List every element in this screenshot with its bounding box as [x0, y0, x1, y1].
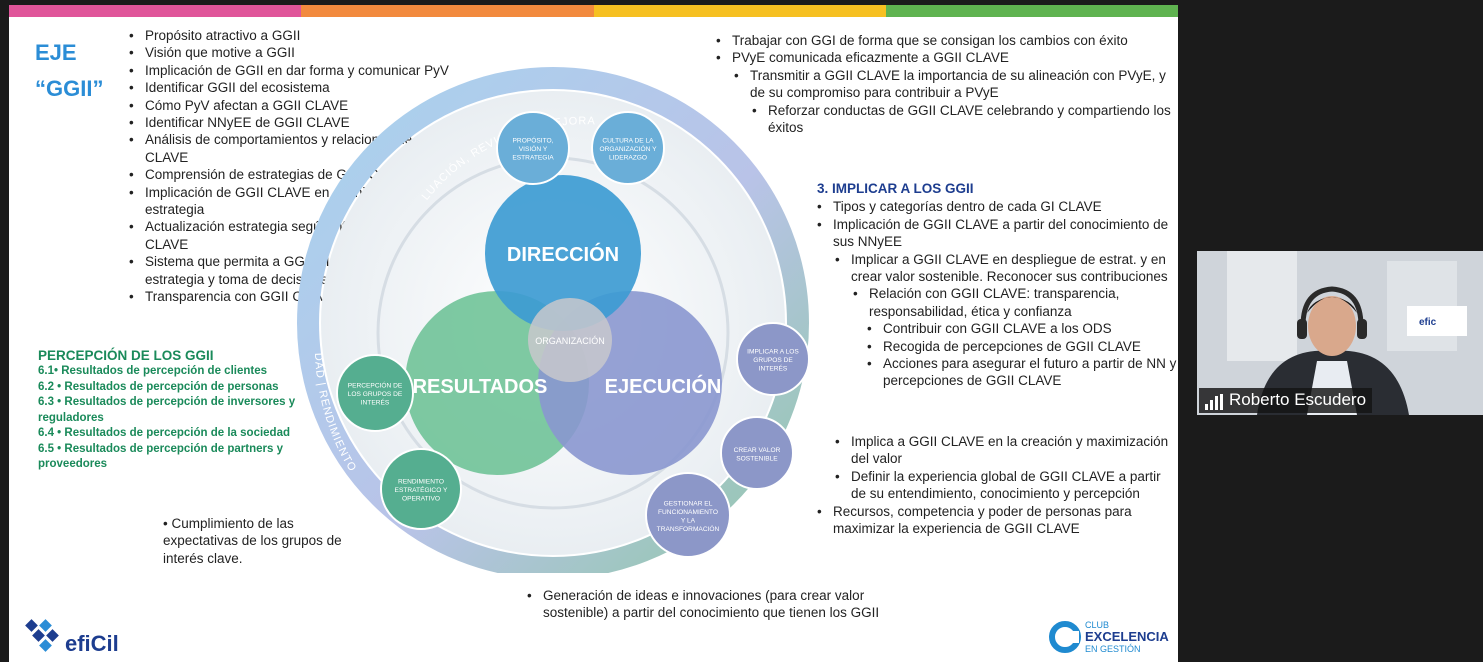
- criterion-crear-circle[interactable]: [720, 416, 794, 490]
- resultados-label: RESULTADOS: [413, 376, 548, 398]
- left-list-item: Cómo PyV afectan a GGII CLAVE: [129, 97, 469, 115]
- criterion-gestionar-label: Y LA: [681, 517, 696, 524]
- participant-video-tile[interactable]: efic Roberto Escudero: [1197, 251, 1483, 415]
- svg-text:efic: efic: [1419, 317, 1437, 328]
- left-list-item: Identificar NNyEE de GGII CLAVE: [129, 114, 469, 132]
- top-right-list-item: Reforzar conductas de GGII CLAVE celebra…: [752, 102, 1171, 137]
- criterion-proposito-label: ESTRATEGIA: [512, 155, 554, 162]
- top-right-list-item: Trabajar con GGI de forma que se consiga…: [716, 32, 1171, 50]
- criteria-circles: PROPÓSITO,VISIÓN Y ESTRATEGIA CULTURA DE L…: [336, 111, 810, 558]
- implicar-list-item: Acciones para asegurar el futuro a parti…: [867, 355, 1177, 390]
- criterion-cultura-label: ORGANIZACIÓN Y: [599, 144, 657, 153]
- generacion-item: Generación de ideas e innovaciones (para…: [527, 587, 927, 622]
- implicar-bullet-list: Tipos y categorías dentro de cada GI CLA…: [817, 198, 1177, 389]
- top-right-list-item: PVyE comunicada eficazmente a GGII CLAVE: [716, 49, 1171, 67]
- efqm-model-diagram: ENFOQUES | DESPLIEGUE | EVALUACIÓN, REVI…: [295, 53, 815, 573]
- participant-video-frame: efic: [1197, 251, 1483, 415]
- left-list-item: Propósito atractivo a GGII: [129, 27, 469, 45]
- signal-bars-icon: [1205, 394, 1223, 410]
- left-list-item: Implicación de GGII en dar forma y comun…: [129, 62, 469, 80]
- criterion-gestionar-circle[interactable]: [645, 472, 731, 558]
- lower-right-list-item: Definir la experiencia global de GGII CL…: [835, 468, 1172, 503]
- presentation-slide: EJE “GGII” Propósito atractivo a GGIIVis…: [9, 5, 1178, 662]
- criterion-proposito-label: VISIÓN Y: [519, 144, 548, 153]
- left-list-item: Visión que motive a GGII: [129, 44, 469, 62]
- club-logo-line2: EXCELENCIA: [1085, 629, 1169, 644]
- implicar-list-item: Implicación de GGII CLAVE a partir del c…: [817, 216, 1177, 251]
- left-list-item: Identificar GGII del ecosistema: [129, 79, 469, 97]
- color-bar-pink: [9, 5, 302, 17]
- implicar-title: 3. IMPLICAR A LOS GGII: [817, 181, 974, 196]
- criterion-cultura-label: LIDERAZGO: [609, 155, 647, 162]
- direccion-label: DIRECCIÓN: [507, 242, 619, 266]
- outer-ring: [297, 67, 809, 573]
- club-logo-line1: CLUB: [1085, 620, 1109, 630]
- lower-right-list-item: Recursos, competencia y poder de persona…: [817, 503, 1172, 538]
- criterion-implicar-circle[interactable]: [736, 322, 810, 396]
- implicar-section: 3. IMPLICAR A LOS GGII Tipos y categoría…: [817, 180, 1177, 390]
- generacion-list: Generación de ideas e innovaciones (para…: [527, 587, 927, 622]
- efic-logo: efiCil: [21, 617, 151, 662]
- slide-color-bar: [9, 5, 1178, 17]
- criterion-crear-label: SOSTENIBLE: [736, 455, 778, 462]
- percepcion-section: PERCEPCIÓN DE LOS GGII 6.1• Resultados d…: [38, 347, 308, 473]
- criterion-percepcion-circle[interactable]: [336, 354, 414, 432]
- criterion-rendimiento-label: ESTRATÉGICO Y: [395, 485, 448, 494]
- criterion-percepcion-label: LOS GRUPOS DE: [348, 391, 403, 398]
- ejecucion-label: EJECUCIÓN: [605, 374, 722, 398]
- color-bar-green: [885, 5, 1178, 17]
- criterion-rendimiento-label: OPERATIVO: [402, 496, 440, 503]
- efic-logo-text: efiCil: [65, 631, 119, 656]
- cumplimiento-text: • Cumplimiento de las expectativas de lo…: [163, 516, 342, 566]
- criterion-implicar-label: GRUPOS DE: [753, 357, 793, 364]
- criterion-proposito-label: PROPÓSITO,: [513, 136, 554, 145]
- implicar-list-item: Implicar a GGII CLAVE en despliegue de e…: [835, 251, 1177, 286]
- criterion-implicar-label: IMPLICAR A LOS: [747, 349, 799, 356]
- direccion-circle[interactable]: [485, 175, 641, 331]
- left-list-item: Análisis de comportamientos y relaciones…: [129, 131, 469, 166]
- lower-right-bullet-list: Implica a GGII CLAVE en la creación y ma…: [817, 433, 1172, 537]
- participant-name-label: Roberto Escudero: [1199, 388, 1373, 413]
- percepcion-item: 6.3 • Resultados de percepción de invers…: [38, 396, 296, 424]
- color-bar-yellow: [593, 5, 886, 17]
- percepcion-title: PERCEPCIÓN DE LOS GGII: [38, 348, 214, 363]
- implicar-list-item: Recogida de percepciones de GGII CLAVE: [867, 338, 1177, 356]
- criterion-gestionar-label: FUNCIONAMIENTO: [658, 509, 718, 516]
- slide-title: EJE “GGII”: [35, 35, 103, 107]
- criterion-proposito-circle[interactable]: [496, 111, 570, 185]
- criterion-gestionar-label: GESTIONAR EL: [664, 500, 713, 507]
- efic-logo-graphic: efiCil: [25, 619, 119, 656]
- percepcion-item: 6.4 • Resultados de percepción de la soc…: [38, 427, 291, 439]
- implicar-list-item: Relación con GGII CLAVE: transparencia, …: [853, 285, 1177, 320]
- criterion-cultura-label: CULTURA DE LA: [602, 138, 654, 145]
- criterion-percepcion-label: PERCEPCIÓN DE: [348, 381, 403, 390]
- club-excelencia-logo: CLUB EXCELENCIA EN GESTIÓN: [1049, 617, 1174, 662]
- percepcion-item: 6.2 • Resultados de percepción de person…: [38, 380, 279, 393]
- criterion-percepcion-label: INTERÉS: [361, 398, 390, 407]
- organizacion-circle[interactable]: [528, 298, 612, 382]
- color-bar-orange: [301, 5, 594, 17]
- criterion-rendimiento-label: RENDIMIENTO: [398, 479, 444, 486]
- left-list-item: Transparencia con GGII CLAVE: [129, 288, 469, 306]
- club-logo-line3: EN GESTIÓN: [1085, 644, 1141, 654]
- criterion-gestionar-label: TRANSFORMACIÓN: [657, 524, 720, 533]
- criterion-cultura-circle[interactable]: [591, 111, 665, 185]
- implicar-list-item: Contribuir con GGII CLAVE a los ODS: [867, 320, 1177, 338]
- club-logo-graphic: CLUB EXCELENCIA EN GESTIÓN: [1049, 620, 1169, 654]
- percepcion-item: 6.5 • Resultados de percepción de partne…: [38, 442, 283, 471]
- top-right-list-item: Transmitir a GGII CLAVE la importancia d…: [734, 67, 1171, 102]
- criterion-crear-label: CREAR VALOR: [734, 447, 781, 454]
- slide-title-line1: EJE: [35, 40, 77, 65]
- organizacion-label: ORGANIZACIÓN: [535, 336, 605, 346]
- criterion-rendimiento-circle[interactable]: [380, 448, 462, 530]
- percepcion-item: 6.1• Resultados de percepción de cliente…: [38, 365, 267, 377]
- implicar-list-item: Tipos y categorías dentro de cada GI CLA…: [817, 198, 1177, 216]
- participant-name: Roberto Escudero: [1229, 390, 1367, 409]
- lower-right-list-item: Implica a GGII CLAVE en la creación y ma…: [835, 433, 1172, 468]
- percepcion-list: 6.1• Resultados de percepción de cliente…: [38, 364, 308, 473]
- criterion-implicar-label: INTERÉS: [759, 364, 788, 373]
- top-right-bullet-list: Trabajar con GGI de forma que se consiga…: [716, 32, 1171, 136]
- slide-title-line2: “GGII”: [35, 76, 104, 101]
